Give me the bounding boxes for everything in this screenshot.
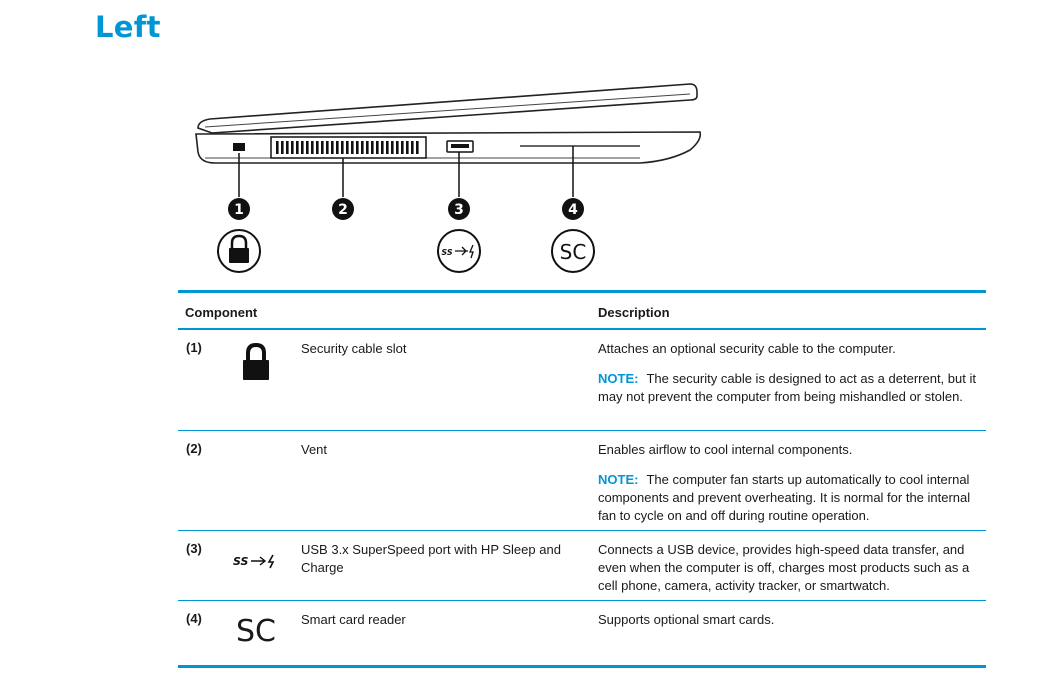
component-description: Enables airflow to cool internal compone… [598, 442, 971, 523]
component-description: Attaches an optional security cable to t… [598, 341, 976, 404]
svg-text:3: 3 [454, 202, 464, 218]
note-label: NOTE: [598, 371, 639, 386]
svg-text:SS: SS [233, 555, 249, 568]
lock-icon [243, 342, 269, 380]
svg-text:SS: SS [441, 248, 452, 257]
table-header: Component Description [178, 293, 986, 330]
section-title: Left [95, 10, 161, 44]
svg-text:4: 4 [568, 202, 578, 218]
svg-text:SC: SC [560, 240, 587, 264]
lock-icon [217, 229, 261, 273]
callout-3: 3 [448, 198, 470, 220]
header-description: Description [598, 305, 670, 320]
security-slot-port [233, 143, 245, 151]
svg-text:2: 2 [338, 202, 348, 218]
usb-superspeed-icon: SS [437, 229, 481, 273]
row-number: (3) [186, 541, 202, 556]
smart-card-icon: SC [551, 229, 595, 273]
table-row: (1) Security cable slot Attaches an opti… [178, 330, 986, 431]
callout-1: 1 [228, 198, 250, 220]
component-description: Supports optional smart cards. [598, 612, 775, 627]
smart-card-icon: SC [236, 614, 276, 649]
svg-text:1: 1 [234, 202, 244, 218]
note-label: NOTE: [598, 472, 639, 487]
component-name: USB 3.x SuperSpeed port with HP Sleep an… [301, 542, 561, 575]
vent-slats [276, 141, 419, 154]
row-number: (4) [186, 611, 202, 626]
callout-4: 4 [562, 198, 584, 220]
table-row: (4) SC Smart card reader Supports option… [178, 601, 986, 668]
component-description: Connects a USB device, provides high-spe… [598, 542, 970, 593]
laptop-lid [197, 83, 698, 134]
header-component: Component [185, 305, 258, 320]
note-text: The computer fan starts up automatically… [598, 472, 971, 523]
table-row: (2) Vent Enables airflow to cool interna… [178, 431, 986, 531]
note-text: The security cable is designed to act as… [598, 371, 976, 404]
callout-2: 2 [332, 198, 354, 220]
usb-superspeed-icon: SS [233, 554, 275, 569]
table-row: (3) SS USB 3.x SuperSpeed port with HP S… [178, 531, 986, 601]
component-name: Vent [301, 442, 328, 457]
row-number: (1) [186, 340, 202, 355]
component-name: Security cable slot [301, 341, 407, 356]
row-number: (2) [186, 441, 202, 456]
component-name: Smart card reader [301, 612, 406, 627]
laptop-left-side-diagram: 1 2 3 4 SS SC [195, 83, 702, 273]
component-table: Component Description (1) Security cable… [178, 290, 986, 668]
